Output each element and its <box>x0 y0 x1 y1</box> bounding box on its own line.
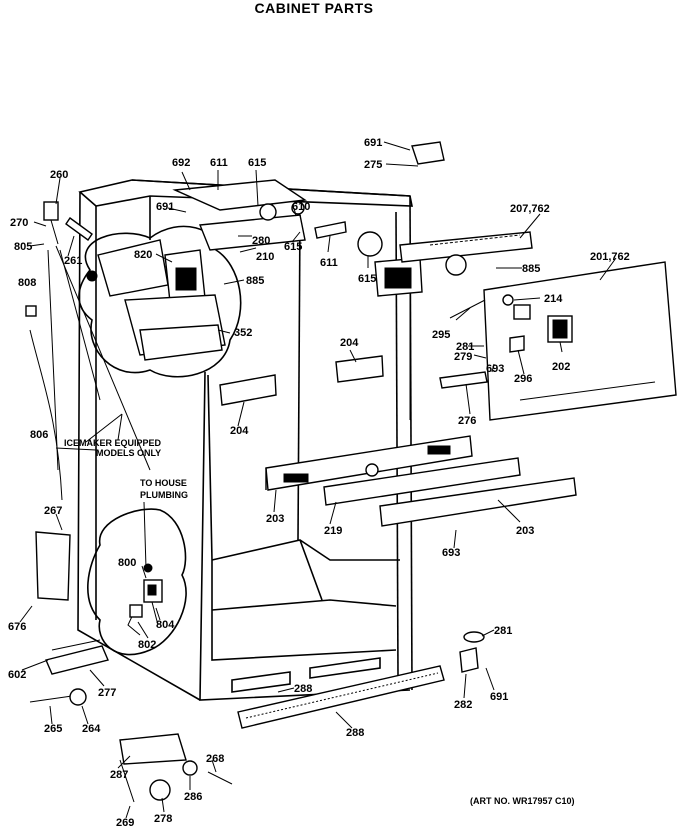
callout-label: 279 <box>454 351 472 363</box>
notes: ICEMAKER EQUIPPED MODELS ONLY TO HOUSE P… <box>64 438 188 500</box>
callout-label: 286 <box>184 791 202 803</box>
art-number: (ART NO. WR17957 C10) <box>470 796 575 806</box>
callout-label: 277 <box>98 687 116 699</box>
callout-label: 693 <box>486 363 504 375</box>
callout-label: 691 <box>364 137 382 149</box>
callout-label: 288 <box>294 683 312 695</box>
callout-label: 352 <box>234 327 252 339</box>
leader-lines <box>19 141 617 819</box>
callout-label: 203 <box>516 525 534 537</box>
callout-label: 800 <box>118 557 136 569</box>
callout-label: 201,762 <box>590 251 630 263</box>
callout-label: 270 <box>10 217 28 229</box>
callout-label: 203 <box>266 513 284 525</box>
control-board <box>439 261 677 421</box>
callout-label: 295 <box>432 329 450 341</box>
callout-label: 210 <box>256 251 274 263</box>
callout-label: 802 <box>138 639 156 651</box>
mullion-brackets <box>219 355 384 406</box>
callout-label: 805 <box>14 241 32 253</box>
plumbing-note-line2: PLUMBING <box>140 490 188 500</box>
callout-label: 615 <box>284 241 302 253</box>
callout-label: 267 <box>44 505 62 517</box>
callout-label: 276 <box>458 415 476 427</box>
callout-label: 202 <box>552 361 570 373</box>
callout-label: 885 <box>246 275 264 287</box>
callout-label: 264 <box>82 723 101 735</box>
callout-label: 804 <box>156 619 175 631</box>
callout-label: 610 <box>292 201 310 213</box>
callout-label: 204 <box>340 337 359 349</box>
callout-label: 611 <box>320 257 338 269</box>
callout-label: 278 <box>154 813 172 825</box>
callout-label: 611 <box>210 157 228 169</box>
misc-parts <box>25 201 485 803</box>
icemaker-note-line2: MODELS ONLY <box>96 448 161 458</box>
callout-label: 282 <box>454 699 472 711</box>
callout-label: 265 <box>44 723 62 735</box>
icemaker-assembly <box>86 239 226 361</box>
control-housing <box>172 141 533 297</box>
callout-label: 261 <box>64 255 82 267</box>
callout-label: 602 <box>8 669 26 681</box>
callout-label: 691 <box>156 201 174 213</box>
callout-label: 288 <box>346 727 364 739</box>
callout-label: 676 <box>8 621 26 633</box>
plumbing-note-line1: TO HOUSE <box>140 478 187 488</box>
callout-label: 207,762 <box>510 203 550 215</box>
callout-label: 615 <box>248 157 266 169</box>
callout-label: 691 <box>490 691 508 703</box>
callout-label: 615 <box>358 273 376 285</box>
callout-label: 692 <box>172 157 190 169</box>
icemaker-note-line1: ICEMAKER EQUIPPED <box>64 438 162 448</box>
callout-labels: 691 275 692 611 615 691 610 280 615 611 … <box>8 137 630 829</box>
callout-label: 281 <box>494 625 512 637</box>
callout-label: 808 <box>18 277 36 289</box>
plumbing-detail-bubble <box>87 508 187 656</box>
callout-label: 296 <box>514 373 532 385</box>
callout-label: 275 <box>364 159 382 171</box>
callout-label: 820 <box>134 249 152 261</box>
callout-label: 214 <box>544 293 563 305</box>
shelf-rails <box>265 435 577 527</box>
callout-label: 693 <box>442 547 460 559</box>
callout-label: 287 <box>110 769 128 781</box>
callout-label: 260 <box>50 169 68 181</box>
callout-label: 281 <box>456 341 474 353</box>
callout-label: 204 <box>230 425 249 437</box>
callout-label: 219 <box>324 525 342 537</box>
diagram-title: CABINET PARTS <box>254 0 374 16</box>
icemaker-detail-bubble <box>78 225 242 378</box>
callout-label: 885 <box>522 263 540 275</box>
water-valve <box>127 563 163 636</box>
callout-label: 806 <box>30 429 48 441</box>
callout-label: 268 <box>206 753 224 765</box>
callout-label: 280 <box>252 235 270 247</box>
callout-label: 269 <box>116 817 134 829</box>
